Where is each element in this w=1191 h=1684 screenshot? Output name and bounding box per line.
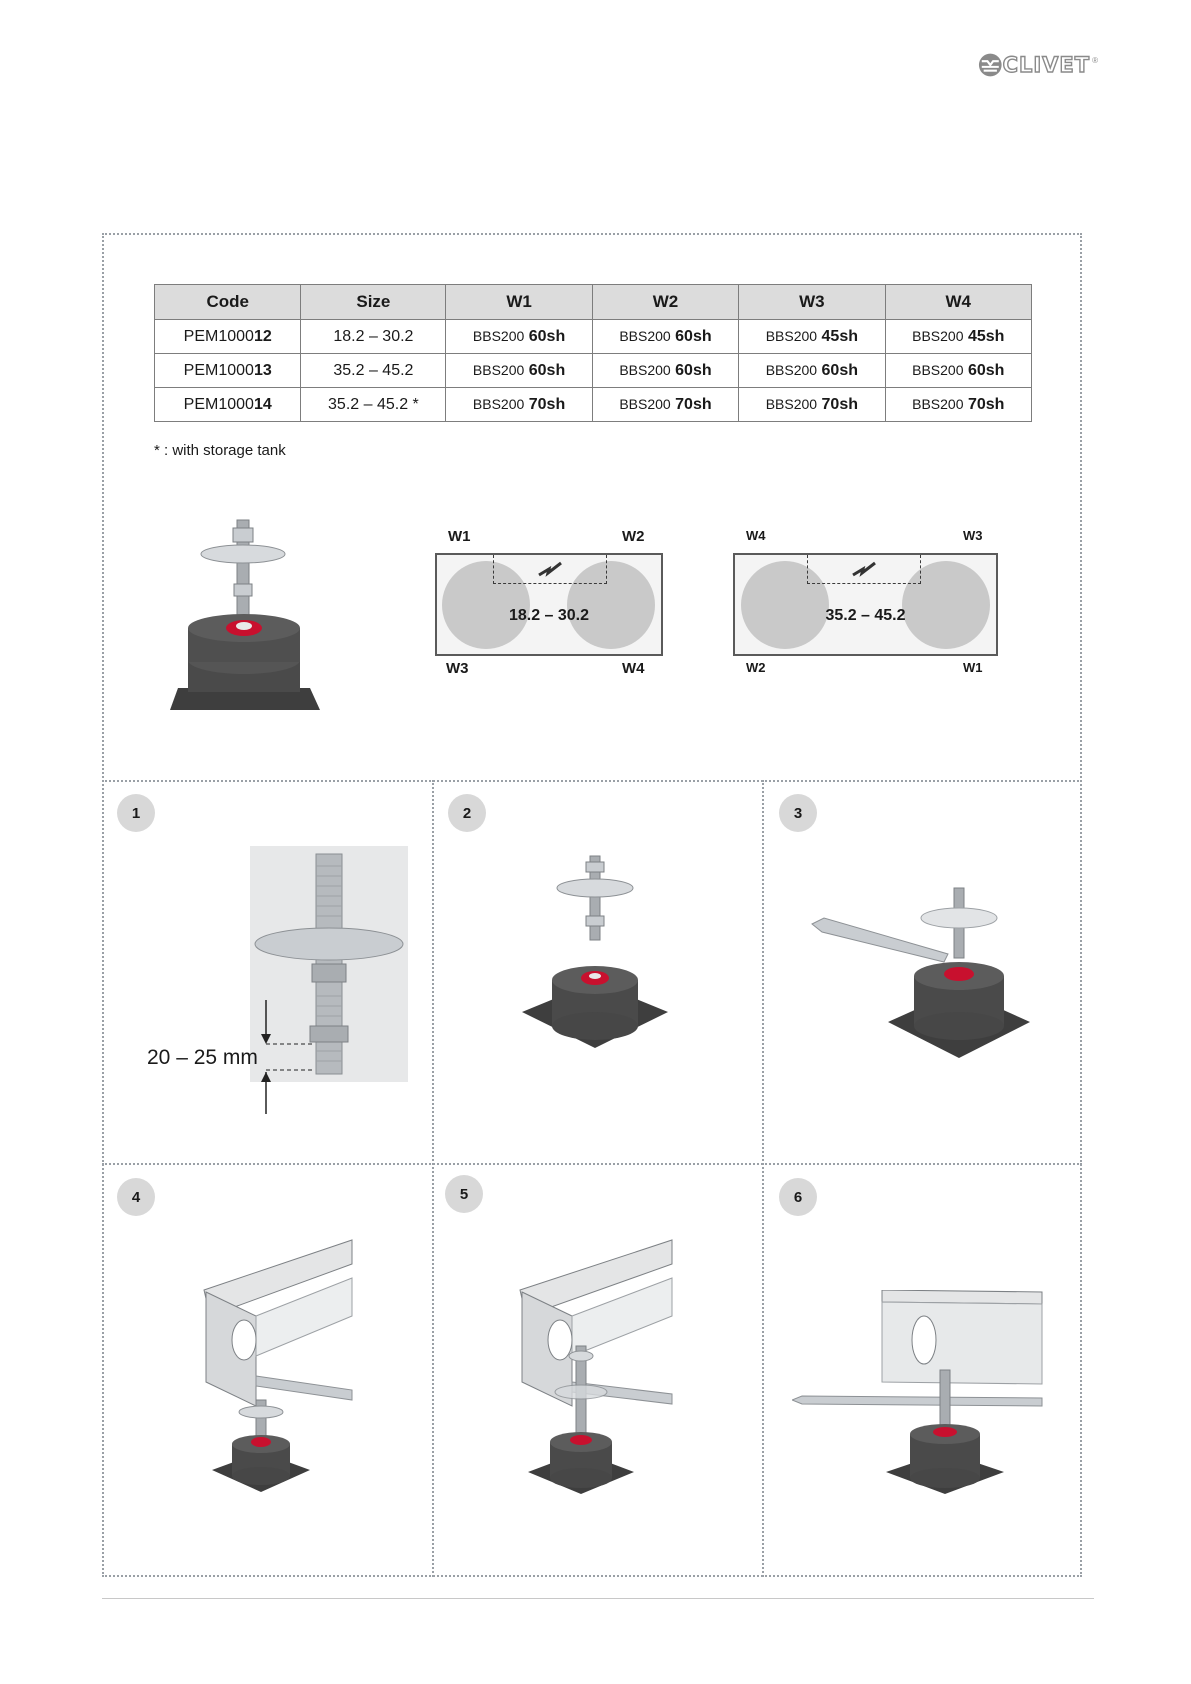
header-size: Size xyxy=(300,284,447,320)
frame-bottom xyxy=(102,1575,1082,1577)
step1-bolt-detail-image xyxy=(250,846,408,1082)
cell-size: 35.2 – 45.2 xyxy=(300,353,447,388)
diagram1-label-bottom-right: W4 xyxy=(622,660,645,677)
cell-w4: BBS200 70sh xyxy=(884,387,1033,422)
damper-circle-left xyxy=(442,561,530,649)
brand-name: CLIVET xyxy=(1002,52,1091,77)
step-badge-2: 2 xyxy=(448,794,486,832)
diagram2-label-top-left: W4 xyxy=(746,528,766,543)
weight-distribution-diagram-2: 35.2 – 45.2 xyxy=(733,553,998,656)
header-w4: W4 xyxy=(884,284,1033,320)
diagram1-label-bottom-left: W3 xyxy=(446,660,469,677)
step-badge-1: 1 xyxy=(117,794,155,832)
diagram1-label-top-right: W2 xyxy=(622,528,645,545)
step4-unit-frame-image xyxy=(203,1239,353,1492)
diagram1-size: 18.2 – 30.2 xyxy=(508,607,590,624)
clivet-logo-icon xyxy=(978,53,1002,77)
cell-w1: BBS200 70sh xyxy=(445,387,593,422)
step5-unit-frame-image xyxy=(519,1239,673,1494)
electrical-panel-outline xyxy=(493,555,607,584)
cell-w2: BBS200 60sh xyxy=(591,353,740,388)
cell-w2: BBS200 60sh xyxy=(591,319,740,354)
frame-left xyxy=(102,233,104,1577)
anti-vibration-damper-image xyxy=(170,519,320,710)
cell-w2: BBS200 70sh xyxy=(591,387,740,422)
frame-col-1 xyxy=(432,780,434,1577)
cell-w3: BBS200 45sh xyxy=(738,319,886,354)
damper-selection-table: Code Size W1 W2 W3 W4 PEM100012 18.2 – 3… xyxy=(153,284,1033,422)
lightning-icon xyxy=(852,561,876,577)
table-row: PEM100014 35.2 – 45.2 * BBS200 70sh BBS2… xyxy=(153,387,1033,422)
storage-tank-note: * : with storage tank xyxy=(154,442,286,459)
cell-size: 18.2 – 30.2 xyxy=(300,319,447,354)
step6-final-tighten-image xyxy=(792,1290,1043,1494)
clivet-logo: CLIVET ® xyxy=(978,48,1098,82)
frame-col-2 xyxy=(762,780,764,1577)
damper-circle-right xyxy=(567,561,655,649)
header-w1: W1 xyxy=(445,284,593,320)
electrical-panel-outline xyxy=(807,555,921,584)
header-w3: W3 xyxy=(738,284,886,320)
cell-size: 35.2 – 45.2 * xyxy=(300,387,447,422)
diagram2-size: 35.2 – 45.2 xyxy=(825,607,906,624)
cell-w4: BBS200 45sh xyxy=(884,319,1033,354)
diagram2-label-bottom-left: W2 xyxy=(746,660,766,675)
brand-trademark: ® xyxy=(1092,55,1098,65)
step-badge-6: 6 xyxy=(779,1178,817,1216)
step-badge-4: 4 xyxy=(117,1178,155,1216)
table-row: PEM100012 18.2 – 30.2 BBS200 60sh BBS200… xyxy=(153,319,1033,354)
cell-w3: BBS200 60sh xyxy=(738,353,886,388)
frame-divider-1 xyxy=(102,780,1082,782)
damper-circle-right xyxy=(902,561,990,649)
footer-divider xyxy=(102,1598,1094,1599)
cell-w4: BBS200 60sh xyxy=(884,353,1033,388)
diagram1-label-top-left: W1 xyxy=(448,528,471,545)
cell-w3: BBS200 70sh xyxy=(738,387,886,422)
cell-w1: BBS200 60sh xyxy=(445,319,593,354)
cell-code: PEM100014 xyxy=(153,387,302,422)
weight-distribution-diagram-1: 18.2 – 30.2 xyxy=(435,553,663,656)
frame-divider-2 xyxy=(102,1163,1082,1165)
cell-w1: BBS200 60sh xyxy=(445,353,593,388)
cell-code: PEM100013 xyxy=(153,353,302,388)
frame-right xyxy=(1080,233,1082,1577)
frame-top xyxy=(102,233,1082,235)
step-badge-3: 3 xyxy=(779,794,817,832)
table-header-row: Code Size W1 W2 W3 W4 xyxy=(153,284,1033,320)
header-w2: W2 xyxy=(591,284,740,320)
step-badge-5: 5 xyxy=(445,1175,483,1213)
damper-circle-left xyxy=(741,561,829,649)
dimension-arrows xyxy=(261,1000,314,1114)
dimension-label: 20 – 25 mm xyxy=(147,1046,258,1069)
step3-wrench-tighten-image xyxy=(811,887,1030,1058)
lightning-icon xyxy=(538,561,562,577)
cell-code: PEM100012 xyxy=(153,319,302,354)
table-row: PEM100013 35.2 – 45.2 BBS200 60sh BBS200… xyxy=(153,353,1033,388)
diagram2-label-top-right: W3 xyxy=(963,528,983,543)
header-code: Code xyxy=(153,284,302,320)
diagram2-label-bottom-right: W1 xyxy=(963,660,983,675)
step2-damper-assembly-image xyxy=(522,855,668,1048)
